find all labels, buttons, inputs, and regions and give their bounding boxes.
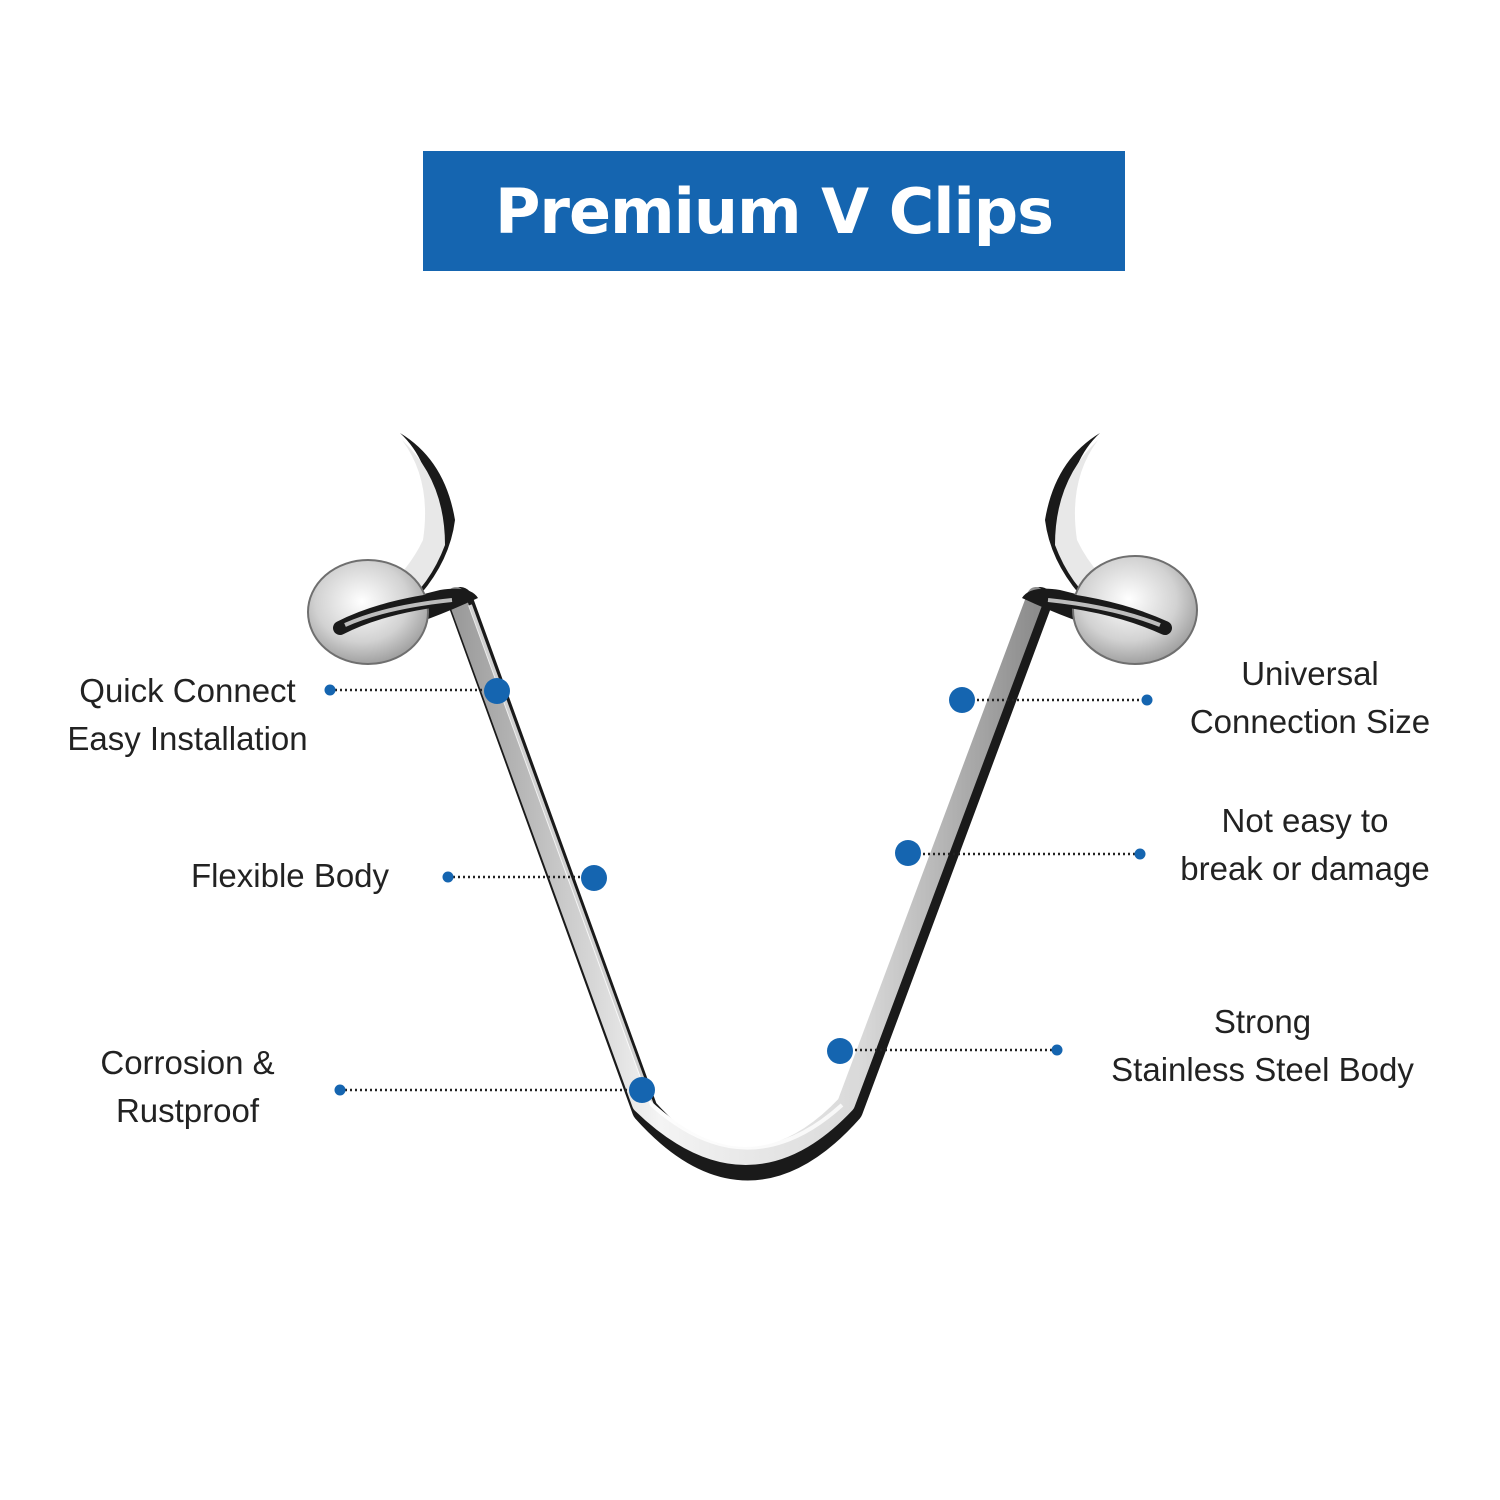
- callout-line: Quick Connect: [79, 672, 296, 709]
- callout-strong-steel-label: Strong Stainless Steel Body: [1090, 998, 1435, 1094]
- callout-corrosion-connector: [334, 1077, 655, 1103]
- callout-line: Not easy to: [1221, 802, 1389, 839]
- callout-line: break or damage: [1180, 850, 1430, 887]
- callout-corrosion-label: Corrosion & Rustproof: [80, 1039, 295, 1135]
- callout-flexible-body-connector: [442, 865, 607, 891]
- callout-line: Flexible Body: [190, 857, 390, 894]
- clip-body: [447, 587, 1053, 1181]
- callout-strong-steel-connector: [827, 1038, 1063, 1064]
- callout-flexible-body-label: Flexible Body: [180, 852, 400, 900]
- callout-universal-size-connector: [949, 687, 1153, 713]
- callout-line: Corrosion &: [100, 1044, 275, 1081]
- callout-line: Easy Installation: [67, 720, 308, 757]
- callout-line: Connection Size: [1189, 703, 1431, 740]
- callout-line: Strong: [1213, 1003, 1312, 1040]
- callout-not-easy-break-label: Not easy to break or damage: [1165, 797, 1445, 893]
- callout-quick-connect-connector: [324, 678, 510, 704]
- callout-not-easy-break-connector: [895, 840, 1146, 866]
- clip-left-head: [307, 433, 478, 665]
- callout-line: Stainless Steel Body: [1111, 1051, 1414, 1088]
- page-title: Premium V Clips: [494, 174, 1054, 248]
- clip-right-head: [1022, 433, 1198, 665]
- callout-quick-connect-label: Quick Connect Easy Installation: [40, 667, 335, 763]
- callout-line: Universal: [1241, 655, 1379, 692]
- callout-universal-size-label: Universal Connection Size: [1175, 650, 1445, 746]
- title-banner: Premium V Clips: [423, 151, 1125, 271]
- callout-line: Rustproof: [115, 1092, 260, 1129]
